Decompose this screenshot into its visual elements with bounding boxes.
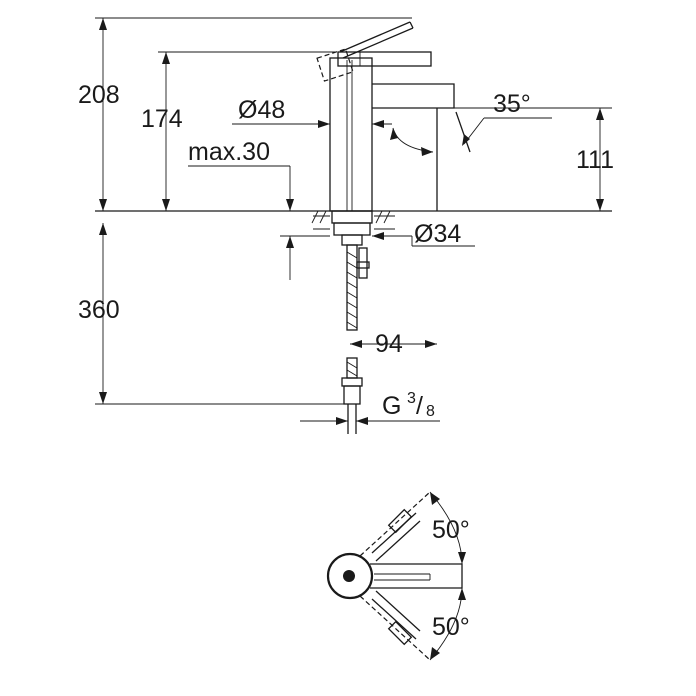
label-360: 360 (78, 296, 120, 324)
label-connection-num: 3 (407, 390, 416, 407)
aerator-dot (343, 570, 355, 582)
label-max-30: max.30 (188, 138, 270, 166)
side-view (95, 17, 612, 434)
mounting-assembly (311, 210, 395, 246)
label-174: 174 (141, 105, 183, 133)
label-connection-g: G (382, 392, 401, 420)
top-view (326, 491, 466, 661)
label-diameter-48: Ø48 (238, 96, 285, 124)
label-angle-35: 35° (493, 90, 531, 118)
hose-connector (341, 357, 363, 434)
label-diameter-34: Ø34 (414, 220, 461, 248)
faucet-body (329, 57, 373, 212)
label-angle-50-front: 50° (432, 613, 470, 641)
label-94: 94 (375, 330, 403, 358)
spout (372, 83, 471, 211)
label-111: 111 (576, 146, 614, 174)
body-top-circle (326, 552, 374, 600)
label-connection-slash: / (416, 392, 423, 420)
label-208: 208 (78, 81, 120, 109)
label-angle-50-back: 50° (432, 516, 470, 544)
lever-handle (316, 21, 432, 82)
supply-hoses (346, 244, 370, 331)
label-connection-den: 8 (426, 403, 435, 420)
